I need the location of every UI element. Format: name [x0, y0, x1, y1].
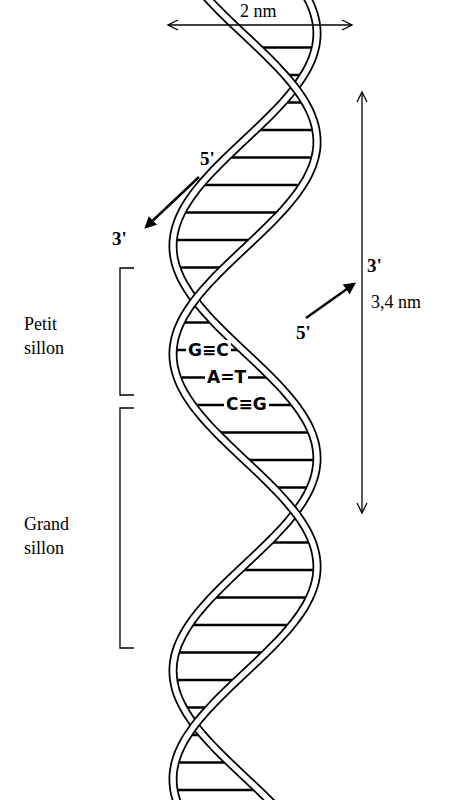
base-pair-rung [179, 761, 225, 764]
strand-end-label: 5' [200, 148, 215, 171]
width-dimension-arrow [168, 24, 352, 25]
base-pair-rung [204, 184, 298, 187]
dimension-label: 2 nm [240, 1, 277, 23]
base-pair-rung [193, 624, 288, 627]
base-pair-rung [259, 129, 312, 132]
pitch-dimension-arrow [361, 92, 362, 513]
strand-outline [173, 0, 317, 800]
dimension-label: 3,4 nm [371, 292, 421, 314]
groove-label: Grand sillon [24, 512, 86, 561]
base-pair-rung [180, 651, 263, 654]
groove-bracket [120, 408, 134, 648]
base-pair-rung [185, 321, 211, 324]
strand-backbone [173, 0, 317, 800]
base-pair-rung [230, 156, 311, 159]
base-pair-rung [178, 789, 255, 792]
base-pair-label: C≡G [224, 394, 269, 414]
strand-end-label: 3' [367, 255, 382, 278]
strand-end-label: 3' [112, 228, 127, 251]
double-helix [173, 0, 317, 800]
strand-backbone [173, 0, 317, 800]
base-pair-label: G≡C [186, 340, 231, 360]
base-pair-rung [181, 266, 221, 269]
groove-bracket [120, 268, 134, 395]
strand-outline [173, 0, 317, 800]
base-pair-rung [277, 486, 306, 489]
strand-direction-arrow [306, 284, 354, 318]
base-pair-rung [215, 596, 305, 599]
base-pair-rung [220, 431, 308, 434]
strand-direction-arrow [146, 177, 199, 227]
base-pair-rung [177, 239, 249, 242]
base-pair-rung [186, 211, 277, 214]
base-pair-label: A=T [205, 367, 248, 387]
strand-end-label: 5' [296, 322, 311, 345]
base-pair-rung [262, 46, 312, 49]
base-pair-rung [249, 459, 313, 462]
base-pair-rung [272, 541, 308, 544]
base-pair-rung [178, 679, 234, 682]
groove-label: Petit sillon [24, 312, 86, 361]
base-pair-rung [243, 569, 313, 572]
